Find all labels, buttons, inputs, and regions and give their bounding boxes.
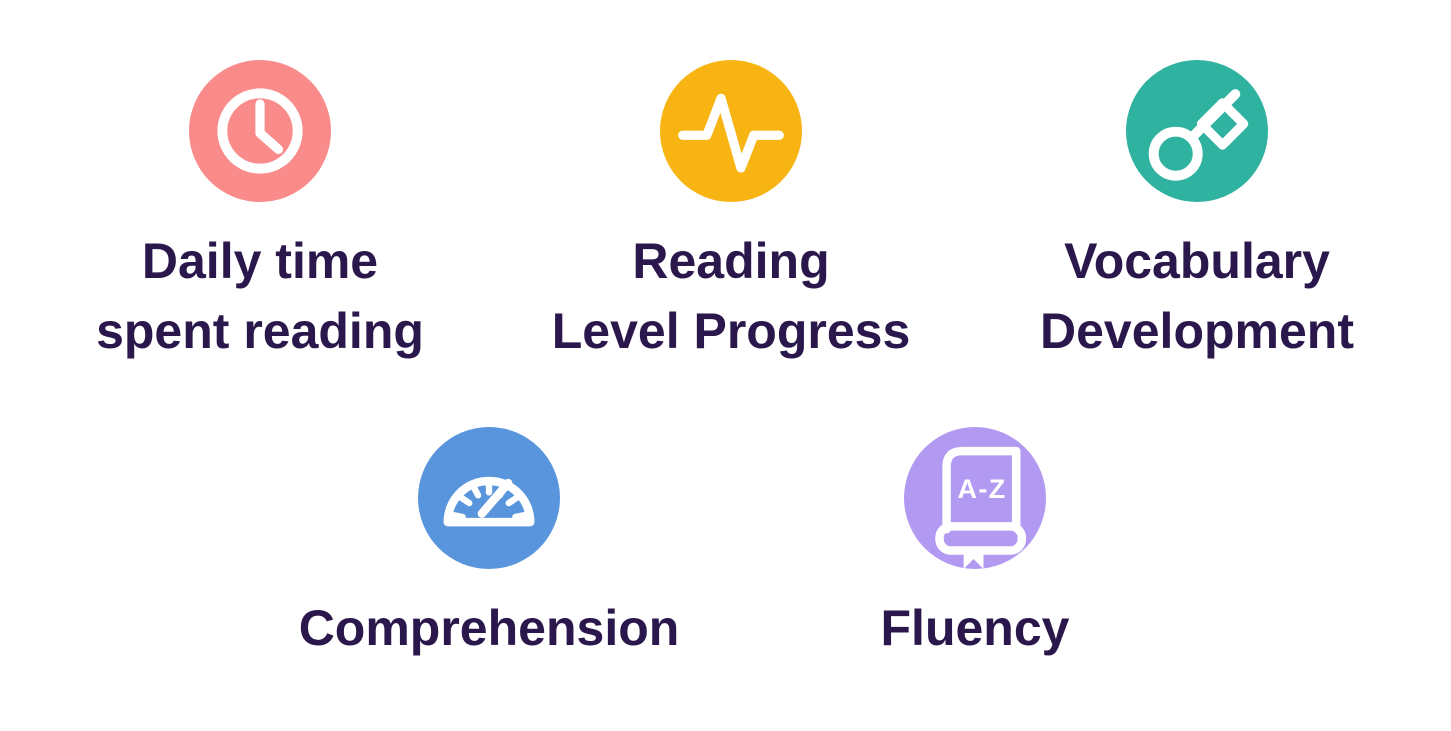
feature-fluency: A-Z Fluency — [755, 427, 1195, 663]
clock-icon-circle — [189, 60, 331, 202]
feature-label: Vocabulary Development — [1040, 226, 1354, 366]
pulse-icon — [678, 93, 784, 173]
gauge-icon-circle — [418, 427, 560, 569]
feature-vocabulary-development: Vocabulary Development — [977, 60, 1417, 366]
clock-icon — [217, 88, 303, 174]
pulse-icon-circle — [660, 60, 802, 202]
feature-label-line: Development — [1040, 303, 1354, 359]
feature-label-line: Reading — [632, 233, 830, 289]
feature-daily-time-spent-reading: Daily time spent reading — [40, 60, 480, 366]
dictionary-icon: A-Z — [935, 446, 1027, 569]
feature-label-line: Daily time — [141, 233, 379, 289]
feature-reading-level-progress: Reading Level Progress — [511, 60, 951, 366]
bookmark-ribbon — [963, 547, 984, 569]
feature-label-line: spent reading — [96, 303, 424, 359]
feature-label-line: Level Progress — [551, 303, 911, 359]
feature-label: Daily time spent reading — [96, 226, 424, 366]
dictionary-icon-circle: A-Z — [904, 427, 1046, 569]
a-z-cover-text: A-Z — [957, 474, 1006, 504]
feature-label-line: Fluency — [880, 600, 1070, 656]
feature-label: Fluency — [881, 593, 1070, 663]
feature-comprehension: Comprehension — [269, 427, 709, 663]
feature-label-line: Vocabulary — [1064, 233, 1330, 289]
key-icon — [1148, 89, 1249, 181]
feature-label: Reading Level Progress — [552, 226, 911, 366]
feature-label-line: Comprehension — [298, 600, 680, 656]
key-icon-circle — [1126, 60, 1268, 202]
feature-label: Comprehension — [299, 593, 680, 663]
gauge-icon — [443, 476, 535, 527]
